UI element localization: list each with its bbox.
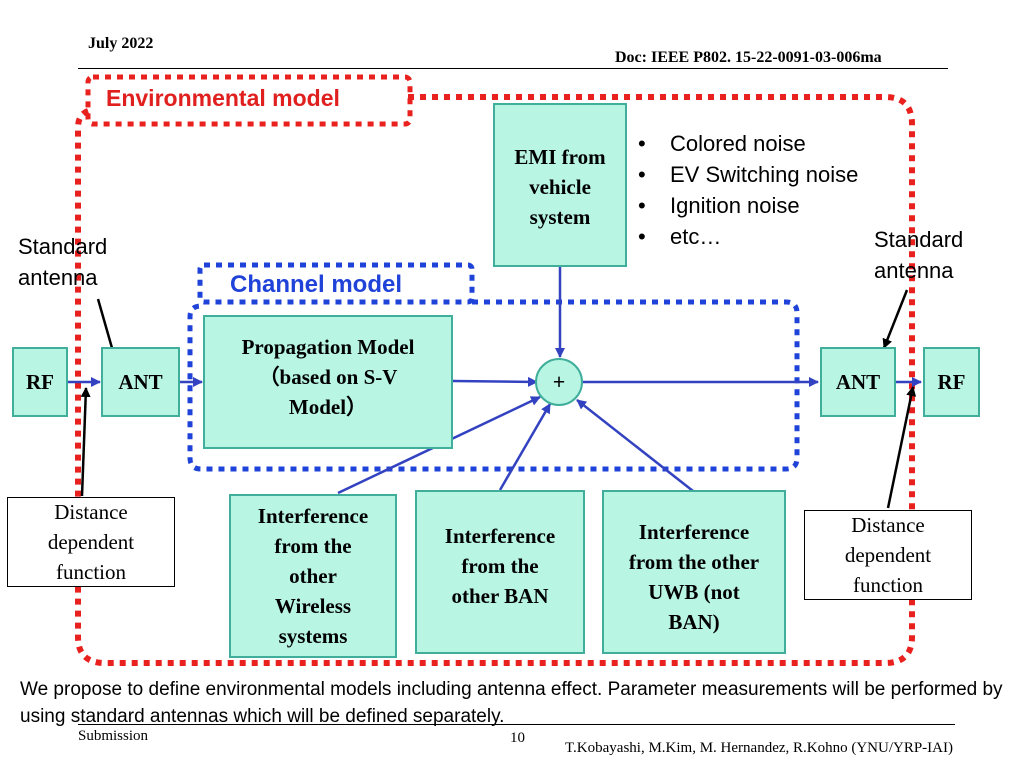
interference-wireless-box: Interference from the other Wireless sys… xyxy=(229,494,397,658)
noise-list: Colored noise EV Switching noise Ignitio… xyxy=(630,128,858,252)
standard-antenna-right-label: Standard antenna xyxy=(874,227,964,283)
footer-submission: Submission xyxy=(78,728,149,744)
arrow-uwb-to-sum xyxy=(576,399,694,492)
pointer-distance-left xyxy=(80,387,91,497)
rf-right-box: RF xyxy=(923,347,980,417)
footer-page-number: 10 xyxy=(510,730,525,746)
footer-authors: T.Kobayashi, M.Kim, M. Hernandez, R.Kohn… xyxy=(565,740,953,756)
distance-function-left-box: Distance dependent function xyxy=(7,497,175,587)
channel-label-frame xyxy=(197,262,475,305)
environmental-model-frame xyxy=(75,94,915,666)
ant-left-box: ANT xyxy=(101,347,180,417)
ant-right-box: ANT xyxy=(820,347,896,417)
header-doc-id: Doc: IEEE P802. 15-22-0091-03-006ma xyxy=(615,49,882,66)
environmental-label-frame xyxy=(85,74,413,127)
standard-antenna-left-label: Standard antenna xyxy=(18,234,108,290)
arrow-propagation-to-sum xyxy=(452,376,538,387)
footer-divider xyxy=(78,724,955,725)
noise-item: etc… xyxy=(630,221,858,252)
header-date: July 2022 xyxy=(88,35,154,52)
distance-function-right-box: Distance dependent function xyxy=(804,510,972,600)
channel-model-label: Channel model xyxy=(230,271,403,298)
emi-box: EMI from vehicle system xyxy=(493,103,627,267)
sum-symbol: + xyxy=(552,369,566,394)
pointer-std-antenna-right xyxy=(882,289,909,349)
pointer-distance-right xyxy=(886,386,917,509)
arrow-ban-to-sum xyxy=(498,403,552,491)
sum-node xyxy=(535,358,583,406)
header-divider xyxy=(78,68,948,69)
caption-text: We propose to define environmental model… xyxy=(20,679,1003,727)
interference-uwb-box: Interference from the other UWB (not BAN… xyxy=(602,490,786,654)
interference-ban-box: Interference from the other BAN xyxy=(415,490,585,654)
rf-left-box: RF xyxy=(12,347,68,417)
propagation-model-box: Propagation Model （based on S-V Model） xyxy=(203,315,453,449)
environmental-model-label: Environmental model xyxy=(106,85,340,111)
channel-model-frame xyxy=(187,299,800,472)
noise-item: Colored noise xyxy=(630,128,858,159)
noise-item: Ignition noise xyxy=(630,190,858,221)
noise-item: EV Switching noise xyxy=(630,159,858,190)
